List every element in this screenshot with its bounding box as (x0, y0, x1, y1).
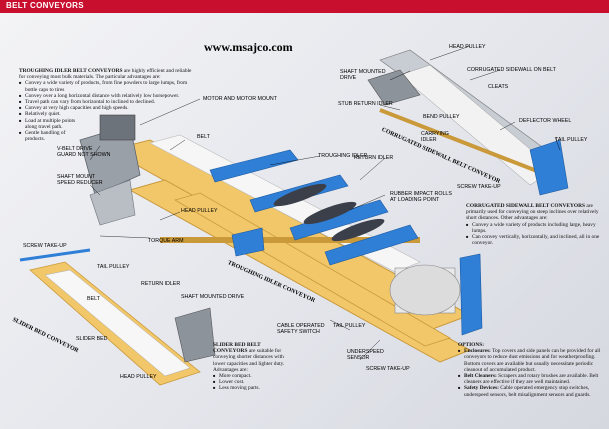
label-return-idler-left: RETURN IDLER (141, 281, 181, 287)
label-head-pulley-left: HEAD PULLEY (120, 374, 157, 380)
label-rubber-impact: RUBBER IMPACT ROLLS AT LOADING POINT (390, 191, 452, 203)
label-belt-left: BELT (87, 296, 100, 302)
option-text: Top covers and side panels can be provid… (464, 348, 601, 373)
label-slider-bed: SLIDER BED (76, 336, 108, 342)
options-description: OPTIONS: Enclosures: Top covers and side… (458, 342, 604, 398)
label-bend-pulley: BEND PULLEY (423, 114, 460, 120)
list-item: Lower cost. (213, 379, 295, 385)
list-item: Belt Cleaners: Scrapers and rotary brush… (458, 373, 604, 385)
label-carrying-idler: CARRYING IDLER (421, 131, 449, 143)
label-cleats: CLEATS (488, 84, 509, 90)
label-cable-switch: CABLE OPERATED SAFETY SWITCH (277, 323, 325, 335)
troughing-description: TROUGHING IDLER BELT CONVEYORS are highl… (19, 68, 199, 142)
list-item: Convey at very high capacities and high … (19, 105, 199, 111)
label-underspeed-sensor: UNDERSPEED SENSOR (347, 349, 384, 361)
label-deflector-wheel: DEFLECTOR WHEEL (519, 118, 572, 124)
label-motor-mount: MOTOR AND MOTOR MOUNT (203, 96, 277, 102)
label-troughing-idler: TROUGHING IDLER (318, 153, 368, 159)
corrugated-list: Convey a wide variety of products includ… (466, 222, 601, 247)
option-head: Enclosures: (464, 348, 491, 355)
corrugated-conveyor (367, 49, 569, 196)
slider-description: SLIDER BED BELT CONVEYORS are suitable f… (213, 342, 295, 392)
troughing-title: TROUGHING IDLER BELT CONVEYORS (19, 68, 123, 74)
list-item: Convey a wide variety of products, from … (19, 80, 199, 92)
label-corrugated-belt: CORRUGATED SIDEWALL ON BELT (467, 67, 556, 73)
label-tail-pulley-right: TAIL PULLEY (555, 137, 588, 143)
option-head: Safety Devices: (464, 385, 499, 392)
website-url[interactable]: www.msajco.com (204, 40, 293, 54)
options-list: Enclosures: Top covers and side panels c… (458, 348, 604, 398)
list-item: Enclosures: Top covers and side panels c… (458, 348, 604, 373)
list-item: Convey over a long horizontal distance w… (19, 93, 199, 99)
slider-adv-title: Advantages are: (213, 366, 248, 373)
label-torque-arm: TORQUE ARM (148, 238, 184, 244)
troughing-intro: are highly efficient and reliable for co… (19, 68, 192, 81)
header-bar (0, 0, 609, 13)
label-screw-takeup-left: SCREW TAKE-UP (23, 243, 67, 249)
impact-rolls (273, 183, 385, 242)
slider-intro: are suitable for conveying shorter dista… (213, 348, 285, 367)
tail-pulley-main (389, 253, 483, 336)
label-screw-takeup-main: SCREW TAKE-UP (366, 366, 410, 372)
option-head: Belt Cleaners: (464, 373, 497, 380)
list-item: Less moving parts. (213, 385, 295, 391)
label-shaft-drive-right: SHAFT MOUNTED DRIVE (340, 69, 386, 81)
leader-lines (89, 45, 561, 361)
list-item: Gentle handling of products. (19, 130, 77, 142)
corrugated-title: CORRUGATED SIDEWALL BELT CONVEYORS (466, 203, 585, 209)
list-item: Convey a wide variety of products includ… (466, 222, 601, 234)
slider-title: SLIDER BED BELT CONVEYORS (213, 342, 261, 355)
option-text: Scrapers and rotary brushes are availabl… (464, 373, 599, 386)
list-item: Safety Devices: Cable operated emergency… (458, 385, 604, 397)
list-item: Can convey vertically, horizontally, and… (466, 234, 601, 246)
label-shaft-drive-left: SHAFT MOUNTED DRIVE (181, 294, 245, 300)
corrugated-description: CORRUGATED SIDEWALL BELT CONVEYORS are p… (466, 203, 601, 246)
slider-list: More compact. Lower cost. Less moving pa… (213, 373, 295, 392)
label-screw-takeup-right: SCREW TAKE-UP (457, 184, 501, 190)
option-text: Cable operated emergency stop switches, … (464, 385, 591, 398)
troughing-list: Convey a wide variety of products, from … (19, 80, 199, 142)
label-shaft-reducer: SHAFT MOUNT SPEED REDUCER (57, 174, 103, 186)
list-item: Travel path can vary from horizontal to … (19, 99, 199, 105)
header-title: BELT CONVEYORS (6, 1, 84, 10)
slider-bed-conveyor (19, 248, 216, 386)
list-item: More compact. (213, 373, 295, 379)
list-item: Relatively quiet. (19, 111, 199, 117)
options-title: OPTIONS: (458, 342, 485, 348)
label-head-pulley-right: HEAD PULLEY (449, 44, 486, 50)
label-vbelt-guard: V-BELT DRIVE GUARD NOT SHOWN (57, 146, 111, 158)
label-head-pulley-main: HEAD PULLEY (181, 208, 218, 214)
list-item: Load at multiple points along travel pat… (19, 118, 81, 130)
label-tail-pulley-main: TAIL PULLEY (333, 323, 366, 329)
corrugated-intro: are primarily used for conveying on stee… (466, 203, 599, 222)
label-belt-top: BELT (197, 134, 210, 140)
drive-unit (79, 114, 141, 226)
label-return-idler-top: RETURN IDLER (354, 155, 394, 161)
label-stub-return-idler: STUB RETURN IDLER (338, 101, 393, 107)
label-tail-pulley-left: TAIL PULLEY (97, 264, 130, 270)
